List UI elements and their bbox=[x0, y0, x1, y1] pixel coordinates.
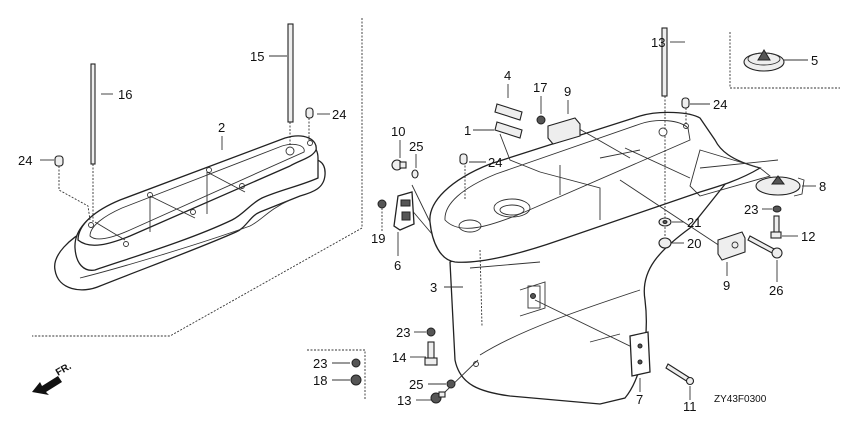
callout-4: 4 bbox=[504, 68, 511, 83]
washer-part-25-lower bbox=[446, 379, 456, 389]
callout-7: 7 bbox=[636, 392, 643, 407]
leader-lines bbox=[40, 41, 816, 401]
left-panel-frame bbox=[32, 18, 363, 337]
callout-8: 8 bbox=[819, 179, 826, 194]
callout-13: 13 bbox=[397, 393, 411, 408]
callout-3: 3 bbox=[430, 280, 437, 295]
drawing-code: ZY43F0300 bbox=[714, 394, 767, 405]
washer-part-22 bbox=[658, 217, 672, 227]
dowel-pin-24-center bbox=[459, 153, 468, 165]
front-direction-arrow bbox=[32, 376, 62, 395]
stud-bolt-14 bbox=[661, 27, 668, 97]
callout-19: 19 bbox=[371, 231, 385, 246]
nut-part-19 bbox=[377, 199, 387, 232]
callout-24-upper: 24 bbox=[332, 107, 346, 122]
bolt-part-26 bbox=[747, 235, 783, 259]
callout-21: 20 bbox=[687, 236, 701, 251]
right-inset-frame bbox=[729, 32, 840, 89]
callout-24-left: 24 bbox=[18, 153, 32, 168]
callout-6: 6 bbox=[394, 258, 401, 273]
dowel-pin-24-left bbox=[54, 155, 91, 221]
callout-10: 10 bbox=[391, 124, 405, 139]
callout-9-side: 9 bbox=[723, 278, 730, 293]
callout-16: 15 bbox=[250, 49, 264, 64]
stud-bolt-16 bbox=[287, 23, 294, 146]
rubber-strip-part-4 bbox=[494, 103, 523, 139]
washer-part-23-right bbox=[772, 205, 782, 213]
callout-11: 11 bbox=[683, 399, 697, 414]
callout-25-upper: 25 bbox=[409, 139, 423, 154]
callout-labels: 16 15 24 24 2 13 5 24 4 17 9 1 24 10 25 … bbox=[18, 35, 826, 414]
callout-1: 1 bbox=[464, 123, 471, 138]
callout-17: 16 bbox=[118, 87, 132, 102]
bolt-part-15 bbox=[424, 341, 438, 366]
grommet-plate-part-5 bbox=[743, 49, 785, 72]
bolt-part-11 bbox=[665, 363, 695, 386]
callout-23-inset: 23 bbox=[313, 356, 327, 371]
rubber-block-9-top bbox=[547, 117, 581, 145]
callout-23-lower: 23 bbox=[396, 325, 410, 340]
drain-bolt-part-13 bbox=[430, 391, 446, 404]
grommet-part-21 bbox=[658, 237, 672, 249]
callout-5: 5 bbox=[811, 53, 818, 68]
bolt-part-10 bbox=[391, 159, 407, 171]
callout-26: 26 bbox=[769, 283, 783, 298]
mount-bracket-part-6 bbox=[393, 191, 415, 231]
washer-part-25-upper bbox=[411, 169, 419, 179]
washer-part-23-lower bbox=[426, 327, 436, 337]
lower-inset-frame bbox=[307, 349, 366, 400]
nut-part-18 bbox=[536, 115, 546, 125]
stud-bolt-17 bbox=[90, 63, 96, 222]
bolt-part-12 bbox=[770, 215, 782, 239]
callout-15: 14 bbox=[392, 350, 406, 365]
callout-22: 21 bbox=[687, 215, 701, 230]
callout-2: 2 bbox=[218, 120, 225, 135]
grommet-plate-part-8 bbox=[755, 175, 805, 197]
anode-plate-part-7 bbox=[629, 331, 651, 377]
callout-23-right: 23 bbox=[744, 202, 758, 217]
front-label: FR. bbox=[54, 361, 74, 379]
callout-25-lower: 25 bbox=[409, 377, 423, 392]
callout-24-right: 24 bbox=[713, 97, 727, 112]
dowel-pin-24-right bbox=[681, 97, 690, 109]
callout-12: 12 bbox=[801, 229, 815, 244]
callout-14: 13 bbox=[651, 35, 665, 50]
extension-case-part-3 bbox=[429, 111, 771, 405]
upper-case-part-2 bbox=[54, 135, 326, 291]
rubber-block-9-side bbox=[717, 231, 746, 261]
callout-24-center: 24 bbox=[488, 155, 502, 170]
callout-18: 17 bbox=[533, 80, 547, 95]
callout-9-top: 9 bbox=[564, 84, 571, 99]
dowel-pin-24-upper bbox=[305, 107, 314, 140]
callout-20: 18 bbox=[313, 373, 327, 388]
